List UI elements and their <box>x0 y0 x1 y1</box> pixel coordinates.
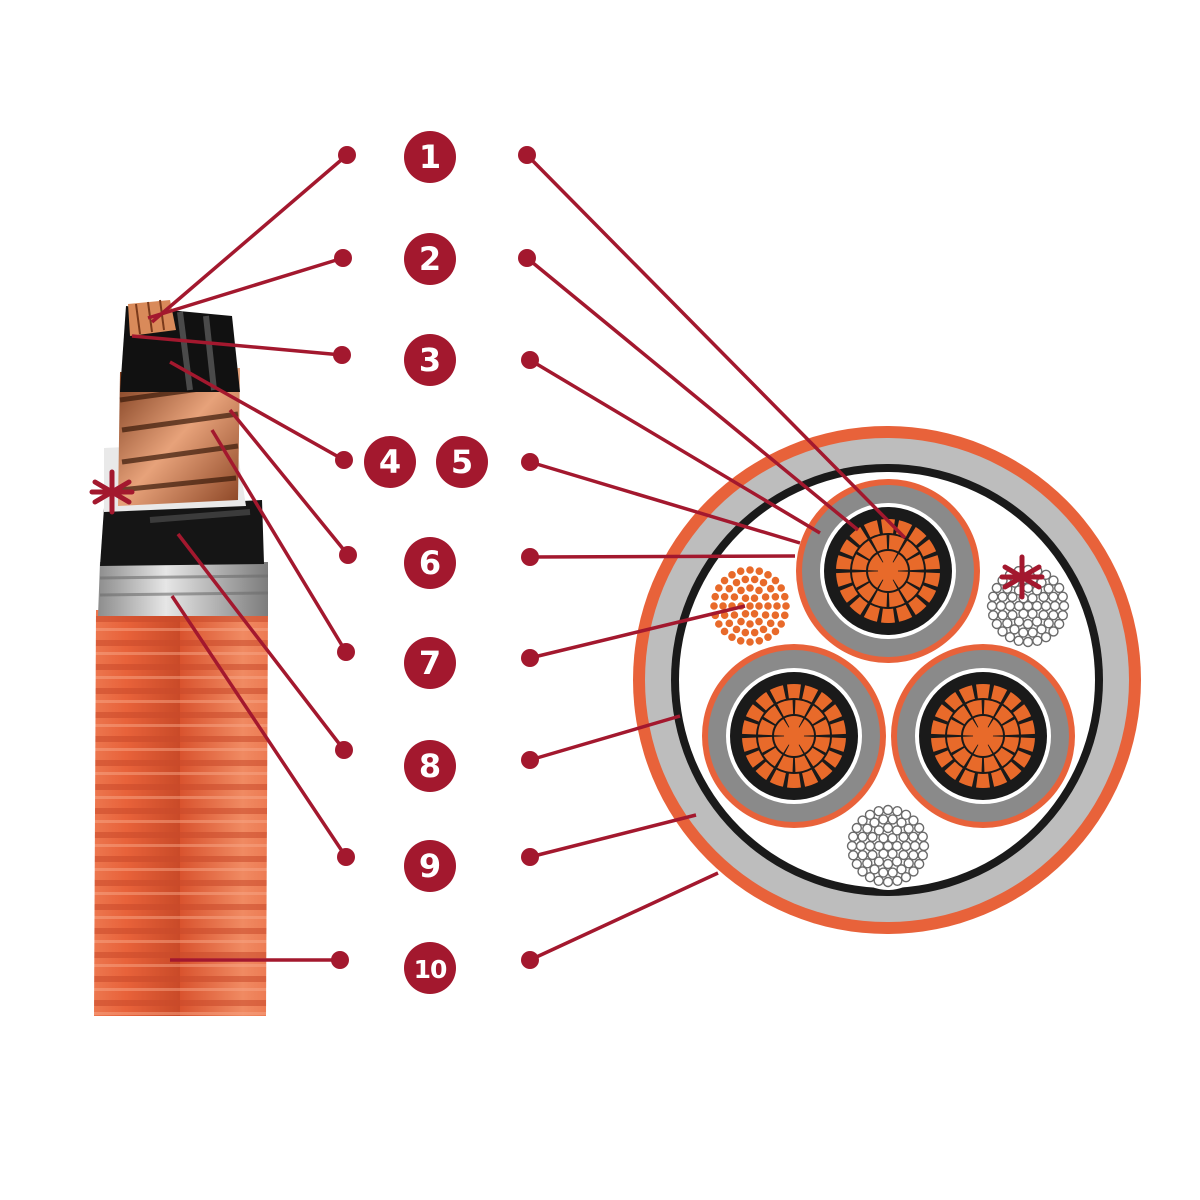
callout-dot <box>335 451 353 469</box>
svg-text:10: 10 <box>414 955 447 984</box>
callout-dot <box>331 951 349 969</box>
badge-8: 8 <box>404 740 456 792</box>
callout-dot <box>335 741 353 759</box>
badge-6: 6 <box>404 537 456 589</box>
callout-line <box>530 873 718 960</box>
callout-dot <box>521 848 539 866</box>
callout-line <box>530 556 795 557</box>
badge-1: 1 <box>404 131 456 183</box>
callout-line <box>152 155 347 322</box>
callout-dot <box>518 146 536 164</box>
callout-dot <box>521 649 539 667</box>
pilot-conductor-bundle <box>844 802 932 890</box>
svg-text:3: 3 <box>419 341 441 379</box>
armour-layer <box>98 562 268 616</box>
callout-dot <box>337 643 355 661</box>
svg-text:5: 5 <box>451 443 473 481</box>
callout-dot <box>338 146 356 164</box>
svg-text:4: 4 <box>379 443 401 481</box>
callout-dot <box>337 848 355 866</box>
earth-conductor-bundle <box>706 562 794 650</box>
power-core <box>891 644 1075 828</box>
callout-dot <box>521 751 539 769</box>
number-badges: 1 2 3 4 5 6 7 8 <box>364 131 488 994</box>
badge-7: 7 <box>404 637 456 689</box>
svg-text:6: 6 <box>419 544 441 582</box>
callout-line <box>148 258 343 318</box>
cable-cross-section <box>633 426 1141 934</box>
badge-3: 3 <box>404 334 456 386</box>
svg-text:2: 2 <box>419 240 441 278</box>
callout-dot <box>521 453 539 471</box>
svg-text:8: 8 <box>419 747 441 785</box>
badge-2: 2 <box>404 233 456 285</box>
badge-10: 10 <box>404 942 456 994</box>
svg-text:9: 9 <box>419 847 441 885</box>
badge-5: 5 <box>436 436 488 488</box>
callout-dot <box>334 249 352 267</box>
svg-text:1: 1 <box>419 138 441 176</box>
callout-dot <box>521 951 539 969</box>
power-core <box>796 479 980 663</box>
callout-line <box>527 155 905 538</box>
callout-line <box>530 815 696 857</box>
svg-text:7: 7 <box>419 644 441 682</box>
outer-jacket <box>94 610 268 1016</box>
callout-dot <box>339 546 357 564</box>
callout-dot <box>521 548 539 566</box>
badge-9: 9 <box>404 840 456 892</box>
callout-line <box>527 258 858 530</box>
power-core <box>702 644 886 828</box>
callout-dot <box>521 351 539 369</box>
cable-cutaway <box>94 300 268 1016</box>
callout-dot <box>518 249 536 267</box>
callout-dot <box>333 346 351 364</box>
badge-4: 4 <box>364 436 416 488</box>
